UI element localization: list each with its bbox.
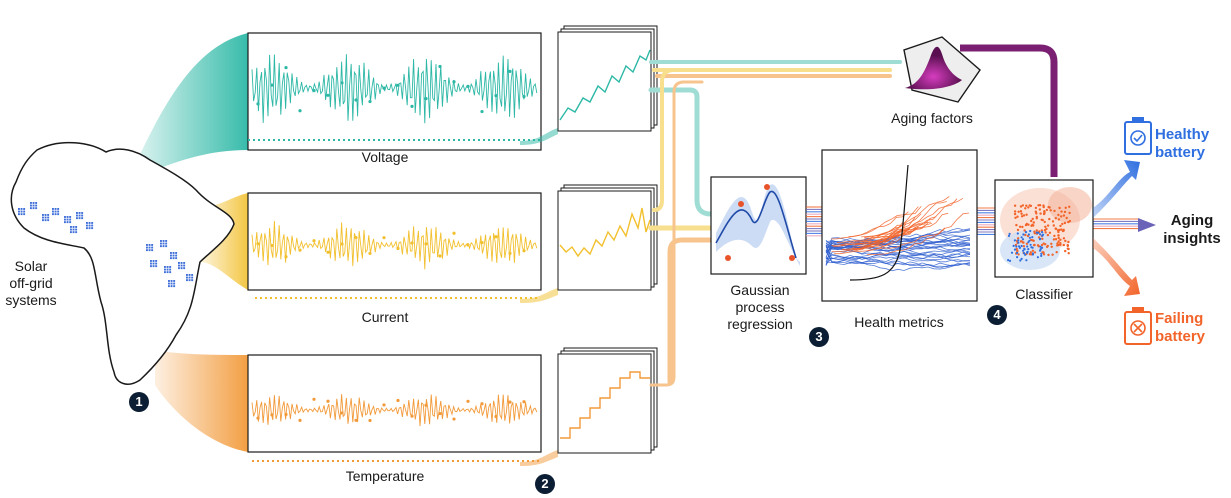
health-metrics-label: Health metrics: [854, 314, 944, 330]
aging-factors-peak: [905, 46, 962, 90]
failing-battery-label: Failing battery: [1155, 310, 1205, 346]
temperature-signal: [251, 394, 538, 427]
voltage-feature-stack: [557, 25, 658, 132]
aging-insights-label-line: Aging: [1170, 212, 1214, 229]
africa-map-icon: [10, 141, 235, 385]
gpr-observations: [725, 184, 795, 261]
temperature-panel: [247, 354, 542, 453]
aging-factors-label: Aging factors: [891, 110, 973, 126]
temperature-ribbon: [155, 350, 248, 452]
systems-label-line: off-grid: [9, 275, 53, 291]
aging-insights-label: Aging insights: [1163, 212, 1221, 248]
current-feature-stack: [557, 184, 658, 291]
systems-label: Solar off-grid systems: [5, 258, 56, 309]
voltage-panel: [247, 32, 542, 151]
step-2-badge: 2: [535, 474, 555, 494]
insights-output-arrowhead: [1138, 218, 1156, 232]
classifier-regions: [1000, 187, 1092, 270]
failing-output-arrow: [1093, 238, 1140, 296]
healthy-battery-label: Healthy battery: [1155, 126, 1209, 162]
solar-system-markers: [18, 202, 194, 288]
temperature-feature-stack: [557, 347, 658, 454]
healthy-label-line: battery: [1155, 144, 1206, 161]
gpr-mean-curve: [715, 190, 797, 259]
healthy-label-line: Healthy: [1155, 126, 1210, 143]
gpr-label-line: regression: [727, 316, 793, 332]
health-metric-curves: [825, 164, 971, 281]
feature-feeder-lines: [648, 60, 902, 387]
battery-cross-icon: [1124, 307, 1152, 345]
battery-check-icon: [1124, 117, 1152, 155]
failing-label-line: Failing: [1155, 310, 1204, 327]
classifier-output-band: [1093, 218, 1140, 230]
classifier-label: Classifier: [1015, 286, 1073, 302]
current-panel: [247, 192, 542, 291]
step-1-badge: 1: [129, 392, 149, 412]
voltage-ribbon: [135, 33, 248, 172]
gpr-label: Gaussian process regression: [727, 282, 792, 333]
current-signal: [251, 220, 538, 270]
systems-label-line: systems: [5, 292, 57, 308]
aging-factors-link: [960, 44, 1058, 177]
aging-insights-label-line: insights: [1163, 230, 1221, 247]
gpr-label-line: process: [735, 299, 785, 315]
gpr-confidence-band: [716, 184, 800, 266]
healthy-output-arrow: [1093, 160, 1140, 218]
step-4-badge: 4: [987, 305, 1007, 325]
gpr-to-health-band: [806, 206, 822, 237]
failing-label-line: battery: [1155, 328, 1206, 345]
classifier-scatter: [1007, 204, 1072, 262]
gpr-label-line: Gaussian: [730, 282, 790, 298]
voltage-signal: [251, 54, 538, 124]
temperature-label: Temperature: [345, 468, 425, 484]
voltage-label: Voltage: [361, 149, 409, 165]
step-3-badge: 3: [809, 327, 829, 347]
systems-label-line: Solar: [14, 258, 48, 274]
health-to-classifier-band: [977, 207, 995, 235]
current-label: Current: [361, 309, 409, 325]
